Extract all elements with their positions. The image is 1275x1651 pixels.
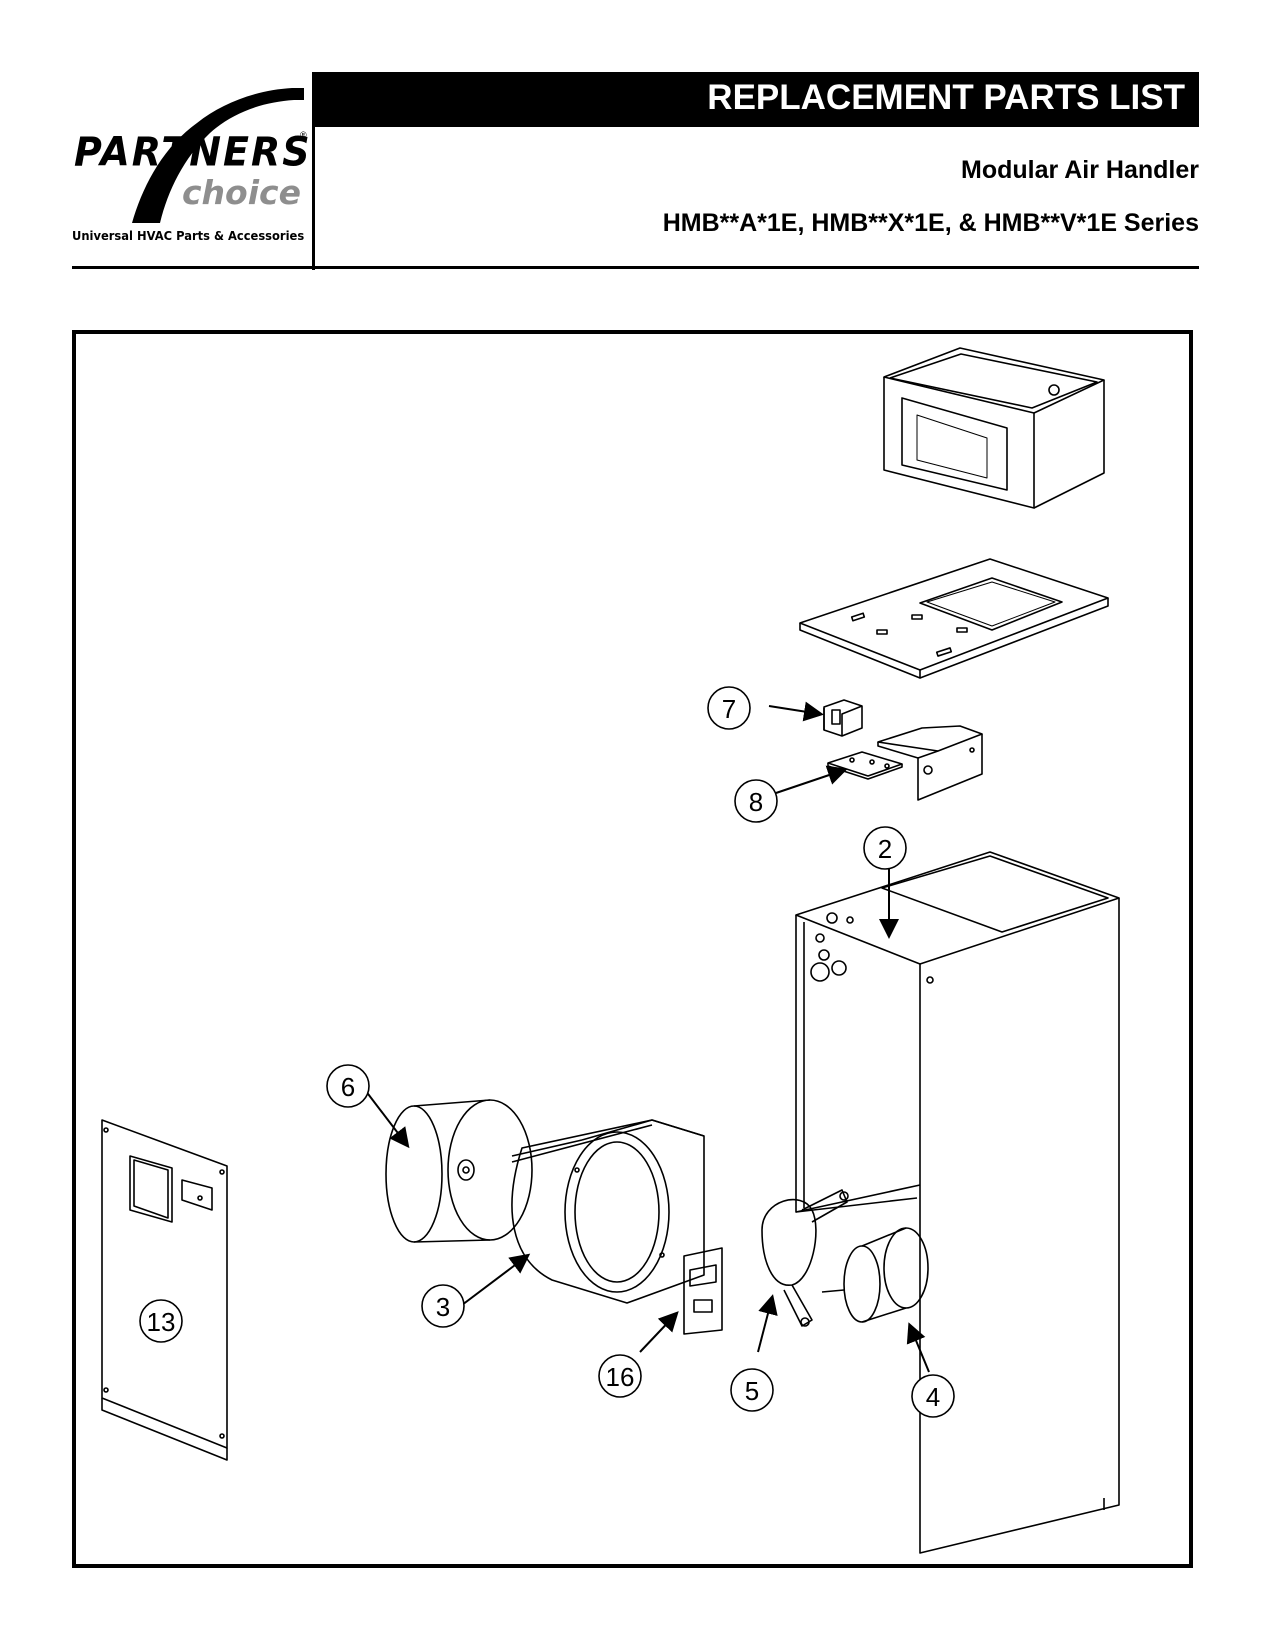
blower-wheel-part — [385, 1099, 533, 1243]
callout-8-label: 8 — [749, 787, 763, 817]
transformer-part — [823, 699, 863, 737]
page-title: REPLACEMENT PARTS LIST — [707, 78, 1185, 117]
motor-mount-part — [761, 1189, 849, 1327]
callout-2: 2 — [863, 826, 907, 870]
cabinet-part — [795, 851, 1120, 1554]
registered-mark: ® — [300, 130, 307, 140]
callout-3-label: 3 — [436, 1292, 450, 1322]
brand-name: PARTNERS — [74, 128, 312, 176]
access-panel-part — [101, 1119, 228, 1461]
callout-7: 7 — [707, 686, 751, 730]
exploded-parts-diagram: 7 8 2 6 3 13 16 5 4 — [101, 347, 1120, 1554]
callout-13: 13 — [139, 1299, 183, 1343]
control-box-cover — [877, 725, 983, 801]
control-board-part — [827, 751, 903, 780]
callout-8: 8 — [734, 779, 778, 823]
top-panel — [799, 558, 1109, 679]
callout-7-label: 7 — [722, 694, 736, 724]
callout-5: 5 — [730, 1368, 774, 1412]
callout-6-label: 6 — [341, 1072, 355, 1102]
header-divider-vertical — [312, 72, 315, 270]
title-bar: REPLACEMENT PARTS LIST — [312, 72, 1199, 127]
parts-diagram-frame — [72, 330, 1193, 1568]
model-series: HMB**A*1E, HMB**X*1E, & HMB**V*1E Series — [662, 209, 1199, 237]
callout-4: 4 — [911, 1374, 955, 1418]
blower-housing-part — [511, 1119, 705, 1304]
callout-16-label: 16 — [606, 1362, 635, 1392]
product-subtitle: Modular Air Handler — [961, 156, 1199, 184]
brand-tagline: Universal HVAC Parts & Accessories — [72, 228, 305, 243]
callout-4-label: 4 — [926, 1382, 940, 1412]
callout-16: 16 — [598, 1354, 642, 1398]
logo-swoosh-graphic — [132, 88, 304, 223]
callout-5-label: 5 — [745, 1376, 759, 1406]
header-divider-horizontal — [72, 266, 1199, 269]
board-16-part — [683, 1247, 723, 1335]
callout-2-label: 2 — [878, 834, 892, 864]
motor-part — [821, 1227, 929, 1323]
plenum-box — [883, 347, 1105, 509]
brand-sub: choice — [182, 173, 301, 212]
callout-13-label: 13 — [147, 1307, 176, 1337]
partners-choice-logo: PARTNERS ® choice Universal HVAC Parts &… — [72, 78, 312, 248]
callout-6: 6 — [326, 1064, 370, 1108]
callout-3: 3 — [421, 1284, 465, 1328]
